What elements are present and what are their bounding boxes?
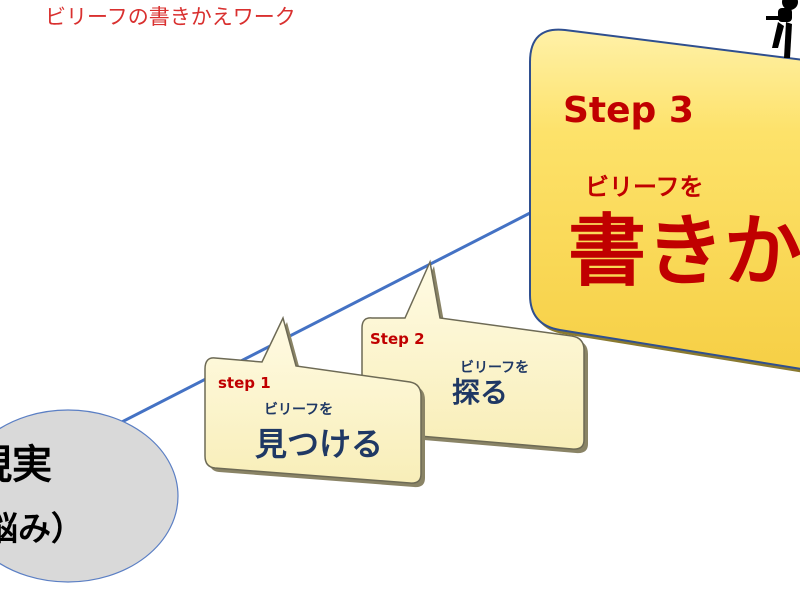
step3-sub: ビリーフを bbox=[585, 173, 704, 201]
person-silhouette-icon bbox=[766, 0, 798, 58]
step3-box: Step 3 ビリーフを 書きかえる bbox=[529, 28, 800, 373]
step2-main: 探る bbox=[452, 376, 508, 409]
step3-main: 書きかえる bbox=[568, 207, 800, 297]
step1-callout: step 1 ビリーフを 見つける bbox=[204, 315, 425, 488]
step1-sub: ビリーフを bbox=[264, 402, 333, 418]
reality-line2: （悩み） bbox=[0, 509, 84, 548]
reality-line1: 現実 bbox=[0, 442, 52, 488]
reality-ellipse: 現実 （悩み） bbox=[0, 409, 179, 583]
step1-main: 見つける bbox=[255, 425, 383, 463]
step2-label: Step 2 bbox=[370, 330, 425, 348]
step3-label: Step 3 bbox=[563, 90, 694, 131]
page-title: ビリーフの書きかえワーク bbox=[45, 5, 296, 29]
step2-sub: ビリーフを bbox=[460, 360, 529, 376]
step1-label: step 1 bbox=[218, 374, 271, 392]
progress-line bbox=[111, 210, 533, 429]
